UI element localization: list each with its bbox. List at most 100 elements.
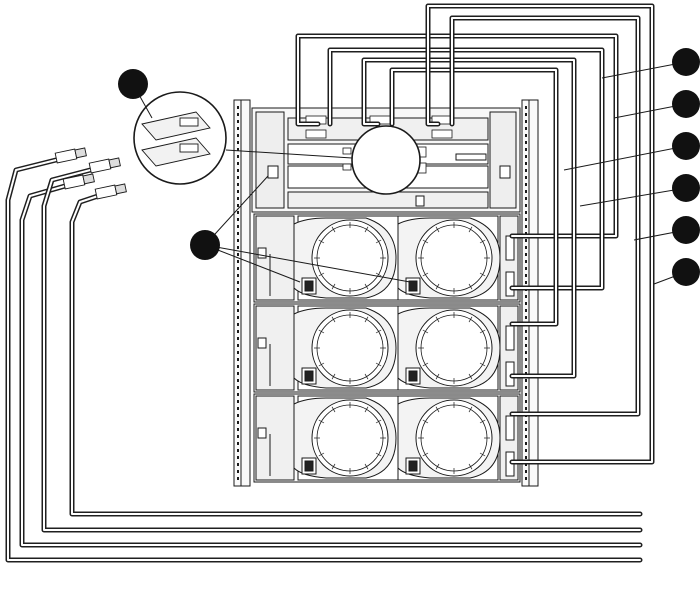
rail-hole <box>237 141 239 144</box>
callout-8 <box>672 258 700 286</box>
cable-port <box>506 236 514 260</box>
rail-hole <box>237 211 239 214</box>
rail-hole <box>525 225 527 228</box>
rail-hole <box>237 239 239 242</box>
zoom-detail-switch-ports <box>352 126 420 194</box>
rail-hole <box>525 442 527 445</box>
rail-hole <box>237 183 239 186</box>
rail-hole <box>237 344 239 347</box>
rail-hole <box>237 134 239 137</box>
rail-hole <box>237 477 239 480</box>
rail-hole <box>525 134 527 137</box>
rail-hole <box>525 330 527 333</box>
rail-hole <box>237 421 239 424</box>
rail-hole <box>525 218 527 221</box>
rail-hole <box>237 414 239 417</box>
cable-port <box>506 272 514 296</box>
rail-hole <box>237 155 239 158</box>
rail-hole <box>237 428 239 431</box>
rail-hole <box>237 169 239 172</box>
rail-hole <box>237 309 239 312</box>
rail-hole <box>525 316 527 319</box>
rail-hole <box>525 162 527 165</box>
rail-hole <box>237 372 239 375</box>
rail-hole <box>237 435 239 438</box>
callout-4 <box>672 90 700 118</box>
rail-hole <box>237 407 239 410</box>
rail-hole <box>525 183 527 186</box>
rail-hole <box>525 470 527 473</box>
rail-hole <box>525 344 527 347</box>
rail-hole <box>525 190 527 193</box>
rail-hole <box>525 309 527 312</box>
rail-hole <box>525 435 527 438</box>
rail-hole <box>237 190 239 193</box>
rail-hole <box>525 337 527 340</box>
rail-hole <box>237 400 239 403</box>
rail-hole <box>237 162 239 165</box>
rail-hole <box>237 323 239 326</box>
rail-hole <box>525 428 527 431</box>
fan-unit <box>254 214 520 302</box>
rail-hole <box>237 302 239 305</box>
callout-3 <box>672 48 700 76</box>
fan-grill <box>312 400 388 476</box>
rail-hole <box>525 386 527 389</box>
fan-grill <box>416 400 492 476</box>
rail-hole <box>237 225 239 228</box>
rail-hole <box>237 470 239 473</box>
rail-hole <box>525 176 527 179</box>
rail-hole <box>525 274 527 277</box>
callout-5 <box>672 132 700 160</box>
rail-hole <box>525 358 527 361</box>
rail-hole <box>525 155 527 158</box>
rail-hole <box>525 281 527 284</box>
rail-hole <box>237 267 239 270</box>
rail-hole <box>237 176 239 179</box>
rail-hole <box>525 253 527 256</box>
fan-unit <box>254 394 520 482</box>
fan-grill <box>416 220 492 296</box>
rail-hole <box>237 120 239 123</box>
rail-hole <box>237 288 239 291</box>
rail-hole <box>525 400 527 403</box>
rail-hole <box>237 232 239 235</box>
fan-grill <box>312 220 388 296</box>
rail-hole <box>525 211 527 214</box>
rail-hole <box>237 337 239 340</box>
rail-hole <box>237 358 239 361</box>
rail-hole <box>237 218 239 221</box>
rail-hole <box>525 141 527 144</box>
fan-unit <box>254 304 520 392</box>
rail-hole <box>237 393 239 396</box>
rail-hole <box>525 302 527 305</box>
rail-hole <box>525 260 527 263</box>
rail-hole <box>237 456 239 459</box>
rail-hole <box>525 456 527 459</box>
rail-hole <box>237 386 239 389</box>
rail-hole <box>525 127 527 130</box>
rail-hole <box>237 204 239 207</box>
callout-1 <box>118 69 148 99</box>
rail-hole <box>525 393 527 396</box>
rail-hole <box>237 365 239 368</box>
rail-hole <box>525 148 527 151</box>
callout-6 <box>672 174 700 202</box>
rail-hole <box>525 407 527 410</box>
rail-hole <box>237 351 239 354</box>
rail-hole <box>237 260 239 263</box>
rail-hole <box>525 169 527 172</box>
rail-hole <box>525 120 527 123</box>
rail-hole <box>237 253 239 256</box>
rail-hole <box>525 267 527 270</box>
rail-hole <box>237 274 239 277</box>
rail-hole <box>525 351 527 354</box>
rail-hole <box>237 316 239 319</box>
rail-hole <box>237 127 239 130</box>
rail-hole <box>237 281 239 284</box>
cable-connectors <box>55 147 126 199</box>
rail-hole <box>525 113 527 116</box>
rail-hole <box>525 197 527 200</box>
